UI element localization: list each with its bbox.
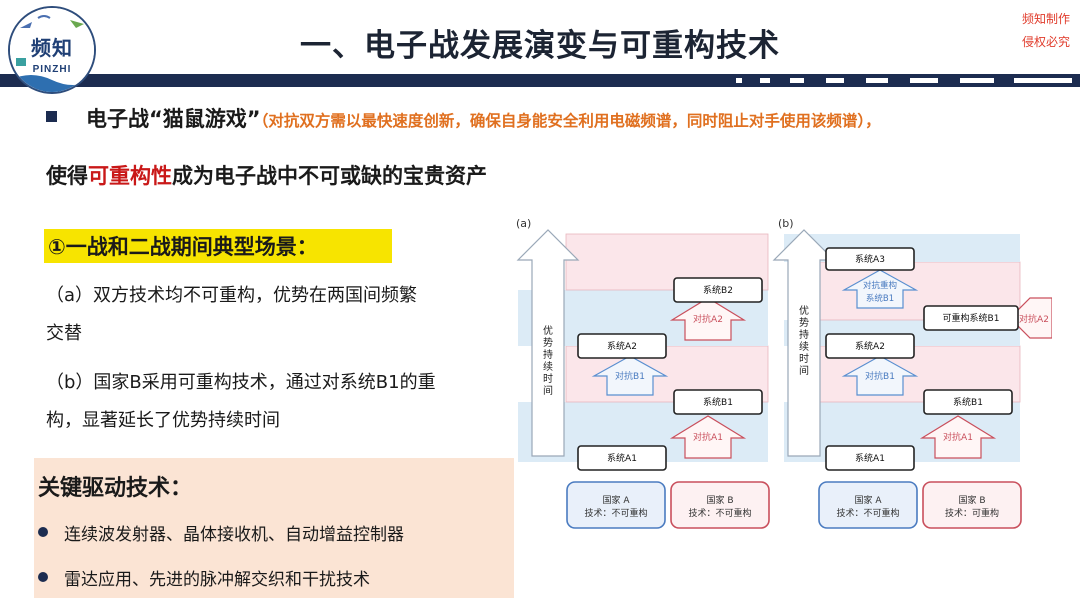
system-b2-box (673, 277, 763, 303)
counter-rb1-line2: 系统B1 (866, 293, 894, 304)
intro-cat-mouse-text: 电子战“猫鼠游戏” (86, 107, 261, 131)
counter-a1-label: 对抗A1 (943, 431, 973, 443)
counter-a2-label: 对抗A2 (693, 313, 723, 325)
svg-text:时: 时 (543, 373, 553, 385)
key-drivers-heading: 关键驱动技术： (38, 476, 193, 501)
counter-a1-label: 对抗A1 (693, 431, 723, 443)
time-arrow-icon (516, 229, 580, 457)
country-b-name: 国家 B (706, 494, 733, 506)
system-a2-box (577, 333, 667, 359)
system-b1-label: 系统B1 (703, 396, 733, 408)
time-arrow-icon (772, 229, 836, 457)
system-a2-label: 系统A2 (607, 340, 637, 352)
country-b-box (922, 481, 1022, 529)
country-b-tech: 技术：可重构 (945, 507, 999, 519)
country-b-box (670, 481, 770, 529)
svg-text:时: 时 (799, 353, 809, 365)
bullet-dot-icon (38, 572, 48, 582)
svg-text:续: 续 (799, 340, 809, 353)
svg-text:持: 持 (799, 328, 809, 341)
page-title: 一、电子战发展演变与可重构技术 (300, 28, 780, 64)
reconfigurable-system-b1-label: 可重构系统B1 (943, 312, 1000, 324)
svg-text:间: 间 (799, 364, 809, 377)
country-a-tech: 技术：不可重构 (584, 507, 647, 519)
country-a-tech: 技术：不可重构 (836, 507, 899, 519)
country-a-box (566, 481, 666, 529)
svg-text:间: 间 (543, 384, 553, 397)
intro-line-1: 电子战“猫鼠游戏”（对抗双方需以最快速度创新，确保自身能安全利用电磁频谱，同时阻… (86, 103, 881, 133)
logo-subtext: PINZHI (32, 64, 72, 75)
pinzhi-logo: 频知 PINZHI (8, 6, 96, 94)
driver-item-2: 雷达应用、先进的脉冲解交织和干扰技术 (64, 570, 370, 590)
time-arrow-label: 优 势 持 续 时 间 (799, 304, 809, 377)
panel-a-label: (a) (516, 217, 531, 230)
time-arrow-label: 优 势 持 续 时 间 (543, 324, 553, 397)
panel-b-label: (b) (778, 217, 794, 230)
country-a-name: 国家 A (854, 494, 882, 506)
system-a3-label: 系统A3 (855, 253, 885, 265)
key-drivers-box (34, 458, 514, 598)
square-bullet-icon (46, 111, 57, 122)
system-a1-box (577, 445, 667, 471)
system-a1-label: 系统A1 (855, 452, 885, 464)
header-divider-bar (0, 74, 1080, 87)
scenario-a-line2: 交替 (46, 323, 82, 344)
counter-rb1-line1: 对抗重构 (863, 280, 897, 291)
country-b-name: 国家 B (958, 494, 985, 506)
counter-arrow-icon (669, 415, 747, 459)
scenario-heading: ①一战和二战期间典型场景： (48, 235, 318, 259)
reconfigurability-highlight: 可重构性 (88, 164, 172, 188)
intro-line2-suffix: 成为电子战中不可或缺的宝贵资产 (172, 164, 487, 188)
country-a-box (818, 481, 918, 529)
counter-arrow-icon (919, 415, 997, 459)
counter-a2-label: 对抗A2 (1019, 313, 1049, 325)
reconfigurability-diagram: (a) 优 势 持 续 时 间 对抗A1 对抗B1 对抗A2 系统A1 系统B1… (516, 217, 1052, 529)
scenario-b-line2: 构，显著延长了优势持续时间 (46, 410, 280, 431)
counter-arrow-icon (591, 355, 669, 396)
bullet-dot-icon (38, 527, 48, 537)
scenario-b-line1: （b）国家B采用可重构技术，通过对系统B1的重 (46, 372, 436, 393)
counter-b1-label: 对抗B1 (615, 370, 645, 382)
watermark-made-by: 频知制作 (1021, 12, 1070, 26)
scenario-heading-highlight: ①一战和二战期间典型场景： (44, 229, 392, 263)
reconfigurable-system-b1-box (923, 305, 1019, 331)
country-b-tech: 技术：不可重构 (688, 507, 751, 519)
system-b2-label: 系统B2 (703, 284, 733, 296)
counter-arrow-icon (1009, 297, 1052, 339)
system-b1-label: 系统B1 (953, 396, 983, 408)
system-b1-box (923, 389, 1013, 415)
svg-text:优: 优 (543, 324, 553, 337)
counter-arrow-icon (669, 297, 747, 341)
intro-note: （对抗双方需以最快速度创新，确保自身能安全利用电磁频谱，同时阻止对手使用该频谱）… (260, 112, 881, 130)
logo-text: 频知 (31, 36, 73, 60)
panel-a: (a) 优 势 持 续 时 间 对抗A1 对抗B1 对抗A2 系统A1 系统B1… (516, 217, 770, 529)
scenario-a-line1: （a）双方技术均不可重构，优势在两国间频繁 (46, 285, 418, 306)
system-b1-box (673, 389, 763, 415)
country-a-name: 国家 A (602, 494, 630, 506)
svg-text:势: 势 (799, 316, 809, 329)
system-a3-box (825, 247, 915, 271)
svg-text:势: 势 (543, 336, 553, 349)
system-a1-label: 系统A1 (607, 452, 637, 464)
intro-line-2: 使得可重构性成为电子战中不可或缺的宝贵资产 (46, 160, 487, 190)
watermark-rights: 侵权必究 (1021, 35, 1070, 49)
counter-arrow-icon (841, 269, 919, 309)
panel-b: (b) 优 势 持 续 时 间 对抗A1 系统B1 对抗B1 对抗重构 系统B1… (772, 217, 1052, 529)
counter-b1-label: 对抗B1 (865, 370, 895, 382)
svg-text:持: 持 (543, 348, 553, 361)
system-a2-box (825, 333, 915, 359)
intro-line2-prefix: 使得 (46, 164, 88, 188)
system-a1-box (825, 445, 915, 471)
counter-arrow-icon (841, 355, 919, 396)
svg-text:优: 优 (799, 304, 809, 317)
driver-item-1: 连续波发射器、晶体接收机、自动增益控制器 (64, 525, 404, 545)
svg-text:续: 续 (543, 360, 553, 373)
system-a2-label: 系统A2 (855, 340, 885, 352)
